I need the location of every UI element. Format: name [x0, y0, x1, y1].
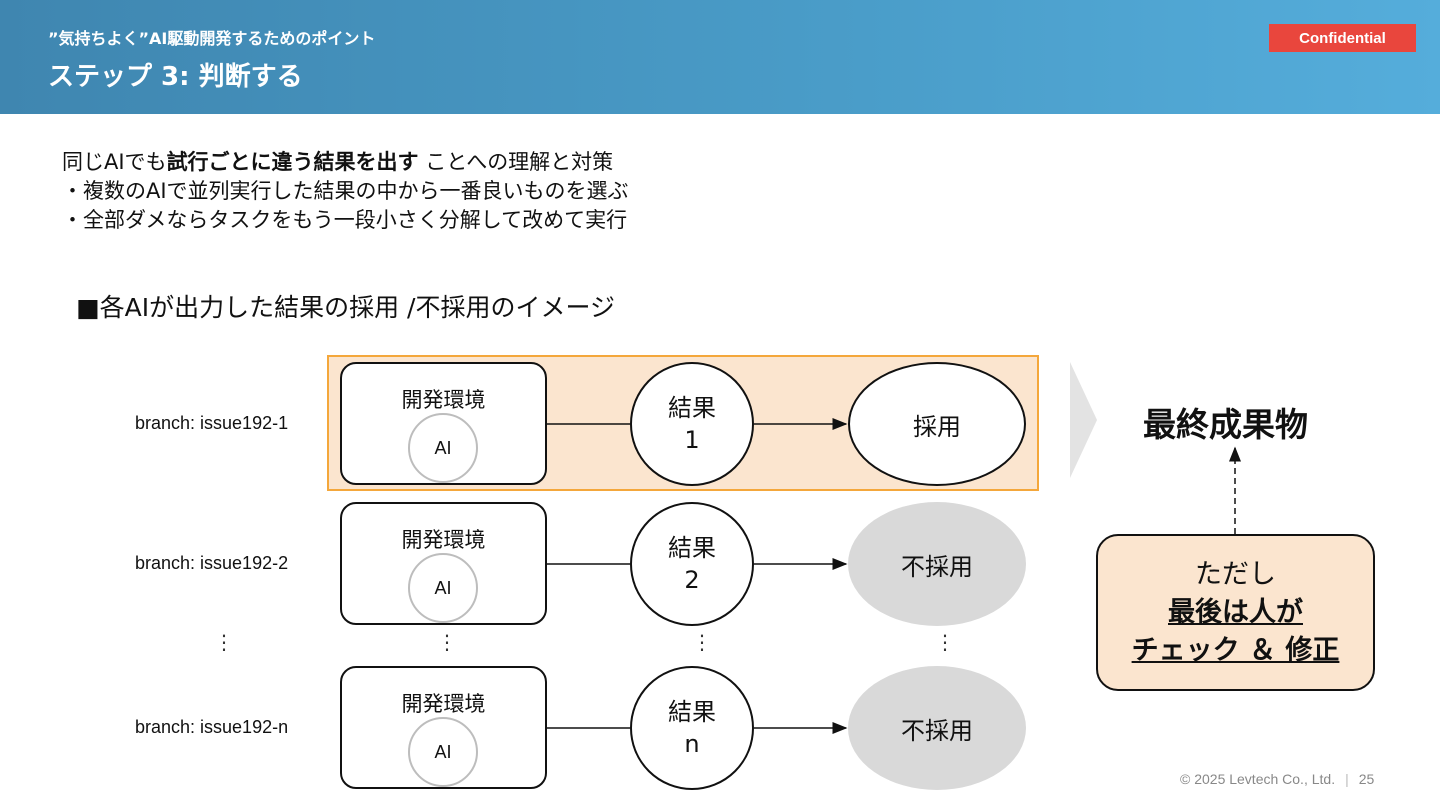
ellipsis-env: ⋮	[437, 630, 457, 654]
slide-title: ステップ 3: 判断する	[48, 62, 303, 92]
result-label: 結果	[668, 698, 716, 726]
intro-line-2: ・複数のAIで並列実行した結果の中から一番良いものを選ぶ	[62, 179, 629, 203]
dev-env-box-1: 開発環境 AI	[340, 362, 547, 485]
confidential-badge: Confidential	[1269, 24, 1416, 52]
branch-label-3: branch: issue192-n	[135, 717, 289, 737]
result-label: 結果	[668, 534, 716, 562]
slide-footer: © 2025 Levtech Co., Ltd. | 25	[1180, 771, 1374, 787]
final-deliverable-title: 最終成果物	[1143, 405, 1308, 444]
note-line-3: チェック ＆ 修正	[1131, 634, 1340, 666]
chevron-right-icon	[1070, 362, 1097, 478]
decision-reject: 不採用	[848, 502, 1026, 626]
note-line-1: ただし	[1195, 558, 1276, 590]
result-label: 結果	[668, 394, 716, 422]
ellipsis-decision: ⋮	[935, 630, 955, 654]
intro-line-1-bold: 試行ごとに違う結果を出す	[166, 150, 419, 174]
copyright-text: © 2025 Levtech Co., Ltd.	[1180, 771, 1336, 787]
ai-circle: AI	[408, 413, 478, 483]
section-title: ■各AIが出力した結果の採用 /不採用のイメージ	[76, 293, 615, 322]
intro-line-3: ・全部ダメならタスクをもう一段小さく分解して改めて実行	[62, 208, 628, 232]
dev-env-label: 開発環境	[401, 528, 486, 552]
decision-reject: 不採用	[848, 666, 1026, 790]
note-line-2: 最後は人が	[1168, 596, 1303, 628]
result-number: n	[684, 730, 700, 758]
result-number: 1	[684, 426, 700, 454]
branch-label-1: branch: issue192-1	[135, 413, 289, 433]
result-node-3: 結果 n	[630, 666, 754, 790]
result-node-1: 結果 1	[630, 362, 754, 486]
intro-line-1: 同じAIでも試行ごとに違う結果を出す ことへの理解と対策	[62, 148, 629, 177]
result-node-2: 結果 2	[630, 502, 754, 626]
intro-text: 同じAIでも試行ごとに違う結果を出す ことへの理解と対策 ・複数のAIで並列実行…	[62, 148, 629, 235]
decision-adopt: 採用	[848, 362, 1026, 486]
dev-env-box-2: 開発環境 AI	[340, 502, 547, 625]
intro-line-1-post: ことへの理解と対策	[418, 150, 614, 174]
ellipsis-branch: ⋮	[214, 630, 234, 654]
slide-subtitle: ”気持ちよく”AI駆動開発するためのポイント	[48, 29, 376, 48]
dev-env-label: 開発環境	[401, 388, 486, 412]
page-number: 25	[1358, 771, 1375, 787]
slide-header: ”気持ちよく”AI駆動開発するためのポイント ステップ 3: 判断する	[0, 0, 1440, 114]
ai-circle: AI	[408, 553, 478, 623]
intro-line-1-pre: 同じAIでも	[62, 150, 167, 174]
result-number: 2	[684, 566, 700, 594]
dev-env-box-3: 開発環境 AI	[340, 666, 547, 789]
ellipsis-result: ⋮	[692, 630, 712, 654]
human-check-note: ただし 最後は人が チェック ＆ 修正	[1096, 534, 1375, 691]
dev-env-label: 開発環境	[401, 692, 486, 716]
footer-divider: |	[1345, 771, 1349, 787]
ai-circle: AI	[408, 717, 478, 787]
branch-label-2: branch: issue192-2	[135, 553, 289, 573]
